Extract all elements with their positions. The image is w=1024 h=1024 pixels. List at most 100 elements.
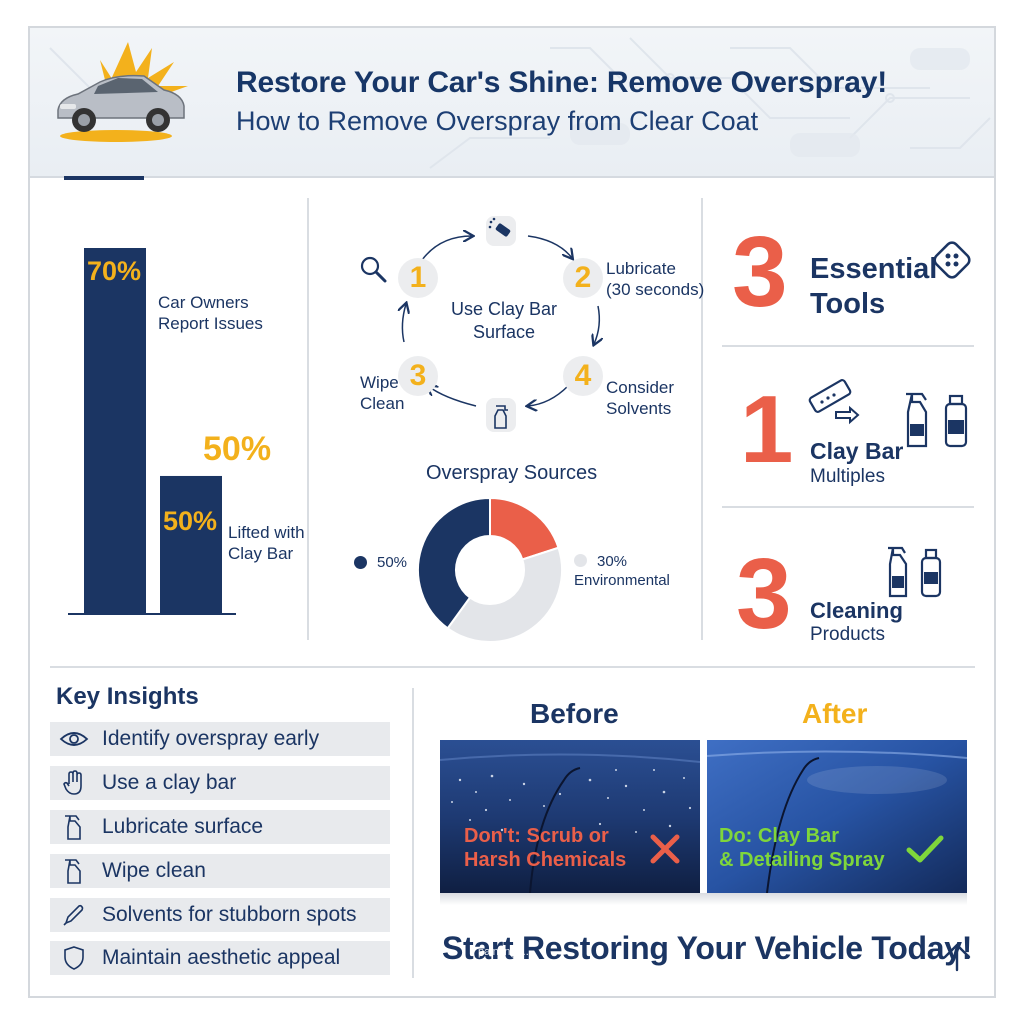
header-banner: Restore Your Car's Shine: Remove Overspr… [30, 28, 994, 178]
sponge-icon [933, 241, 971, 279]
shield-icon [50, 941, 98, 975]
after-caption: Do: Clay Bar & Detailing Spray [719, 824, 885, 872]
cycle-center-text: Use Clay Bar Surface [444, 298, 564, 344]
bar2-label: Lifted with Clay Bar [228, 522, 305, 564]
car-logo-icon [57, 42, 188, 142]
page-title: Restore Your Car's Shine: Remove Overspr… [236, 66, 888, 99]
legend-right-line2: Environmental [574, 572, 670, 589]
insight-label-6: Maintain aesthetic appeal [102, 946, 341, 969]
call-to-action: Start Restoring Your Vehicle Today! [442, 930, 973, 966]
arrow-up-icon [943, 943, 971, 972]
bar-chart [68, 248, 236, 615]
insight-label-3: Lubricate surface [102, 815, 264, 838]
donut-slice-2 [446, 546, 563, 643]
after-caption-line1: Do: Clay Bar [719, 825, 840, 847]
stat-2-line2: Multiples [810, 465, 885, 487]
bar-car-owners [84, 248, 146, 614]
divider-stats-2 [722, 506, 974, 508]
insight-label-5: Solvents for stubborn spots [102, 903, 357, 926]
magnifier-icon [360, 256, 387, 283]
panel-shadow [440, 893, 967, 905]
spray-bottles-icon [906, 392, 968, 448]
stat-3-number: 3 [736, 538, 792, 650]
cycle-step-4-line1: Consider [606, 378, 675, 397]
divider-vertical-bottom [412, 688, 414, 978]
donut-slice-3 [417, 496, 491, 630]
after-car-paint-image [707, 740, 967, 893]
insight-item-1: Identify overspray early [50, 722, 390, 756]
pen-icon [50, 898, 98, 932]
bar1-label-line2: Report Issues [158, 314, 263, 333]
infographic-frame [28, 26, 996, 998]
cycle-center-line2: Surface [472, 322, 536, 342]
cycle-step-1-number: 1 [398, 258, 438, 298]
cycle-step-4-label: Consider Solvents [606, 377, 674, 419]
divider-vertical-1 [307, 198, 309, 640]
bar2-percent-above: 50% [203, 430, 272, 468]
after-label: After [802, 698, 868, 729]
stat-2-line1: Clay Bar [810, 438, 904, 464]
insight-label-4: Wipe clean [102, 859, 206, 882]
legend-right-line1: 30% [597, 553, 628, 570]
cycle-step-3-line2: Clean [360, 394, 405, 413]
stat-3-line2: Products [810, 624, 885, 646]
cycle-center-line1: Use Clay Bar [450, 299, 558, 319]
spray-bottle-icon [486, 398, 516, 432]
cycle-step-3-line1: Wipe [360, 373, 399, 392]
bar1-percent: 70% [87, 256, 142, 286]
cycle-step-2-label: Lubricate (30 seconds) [606, 258, 704, 300]
insight-item-2: Use a clay bar [50, 766, 390, 800]
header-pattern [49, 37, 991, 169]
insight-item-6: Maintain aesthetic appeal [50, 941, 390, 975]
watermark-text: paintingb... [478, 946, 532, 958]
stat-1-line1: Essential [810, 253, 938, 285]
bar2-label-line1: Lifted with [228, 523, 305, 542]
donut-title: Overspray Sources [426, 462, 598, 484]
bar1-label-line1: Car Owners [158, 293, 249, 312]
divider-horizontal-main [50, 666, 975, 668]
before-caption-line1: Don't: Scrub or [464, 825, 609, 847]
donut-legend-right: 30% Environmental [574, 552, 670, 590]
before-label: Before [530, 698, 619, 729]
spray-bottle-icon [50, 854, 98, 888]
process-cycle-diagram [360, 216, 700, 432]
before-car-paint-image [440, 740, 700, 893]
header-accent-line [64, 176, 144, 180]
cleaning-products-icon [888, 546, 942, 598]
after-panel: Do: Clay Bar & Detailing Spray [707, 740, 967, 893]
cycle-step-3-number: 3 [398, 356, 438, 396]
clay-bar-icon [808, 379, 860, 425]
legend-left-text: 50% [377, 554, 408, 571]
cycle-step-2-line1: Lubricate [606, 259, 676, 278]
legend-dot-gray [574, 554, 587, 567]
checkmark-icon [906, 835, 944, 863]
cycle-step-3-label: Wipe Clean [360, 372, 404, 414]
bar2-label-line2: Clay Bar [228, 544, 294, 563]
cycle-step-4-line2: Solvents [606, 399, 672, 418]
insight-label-2: Use a clay bar [102, 771, 237, 794]
after-caption-line2: & Detailing Spray [719, 849, 885, 871]
insight-item-5: Solvents for stubborn spots [50, 898, 390, 932]
insight-label-1: Identify overspray early [102, 727, 320, 750]
bar2-percent-inside: 50% [163, 506, 218, 536]
stat-2-text: Clay Bar Multiples [810, 438, 903, 488]
page-subtitle: How to Remove Overspray from Clear Coat [236, 106, 759, 136]
stat-3-line1: Cleaning [810, 598, 903, 623]
cycle-step-2-number: 2 [563, 258, 603, 298]
stat-1-number: 3 [732, 216, 788, 328]
before-caption-line2: Harsh Chemicals [464, 849, 627, 871]
divider-stats-1 [722, 345, 974, 347]
before-caption: Don't: Scrub or Harsh Chemicals [464, 824, 626, 872]
bar-lifted-clay-bar [160, 475, 222, 614]
insight-item-3: Lubricate surface [50, 810, 390, 844]
cross-icon [650, 834, 680, 864]
bar1-label: Car Owners Report Issues [158, 292, 263, 334]
before-panel: Don't: Scrub or Harsh Chemicals [440, 740, 700, 893]
stat-2-number: 1 [740, 376, 794, 483]
hand-icon [50, 766, 98, 800]
overspray-donut-chart [417, 496, 563, 643]
stat-1-line2: Tools [810, 287, 886, 320]
donut-legend-left: 50% [354, 553, 407, 572]
stat-3-text: Cleaning Products [810, 598, 903, 647]
key-insights-title: Key Insights [56, 683, 199, 710]
